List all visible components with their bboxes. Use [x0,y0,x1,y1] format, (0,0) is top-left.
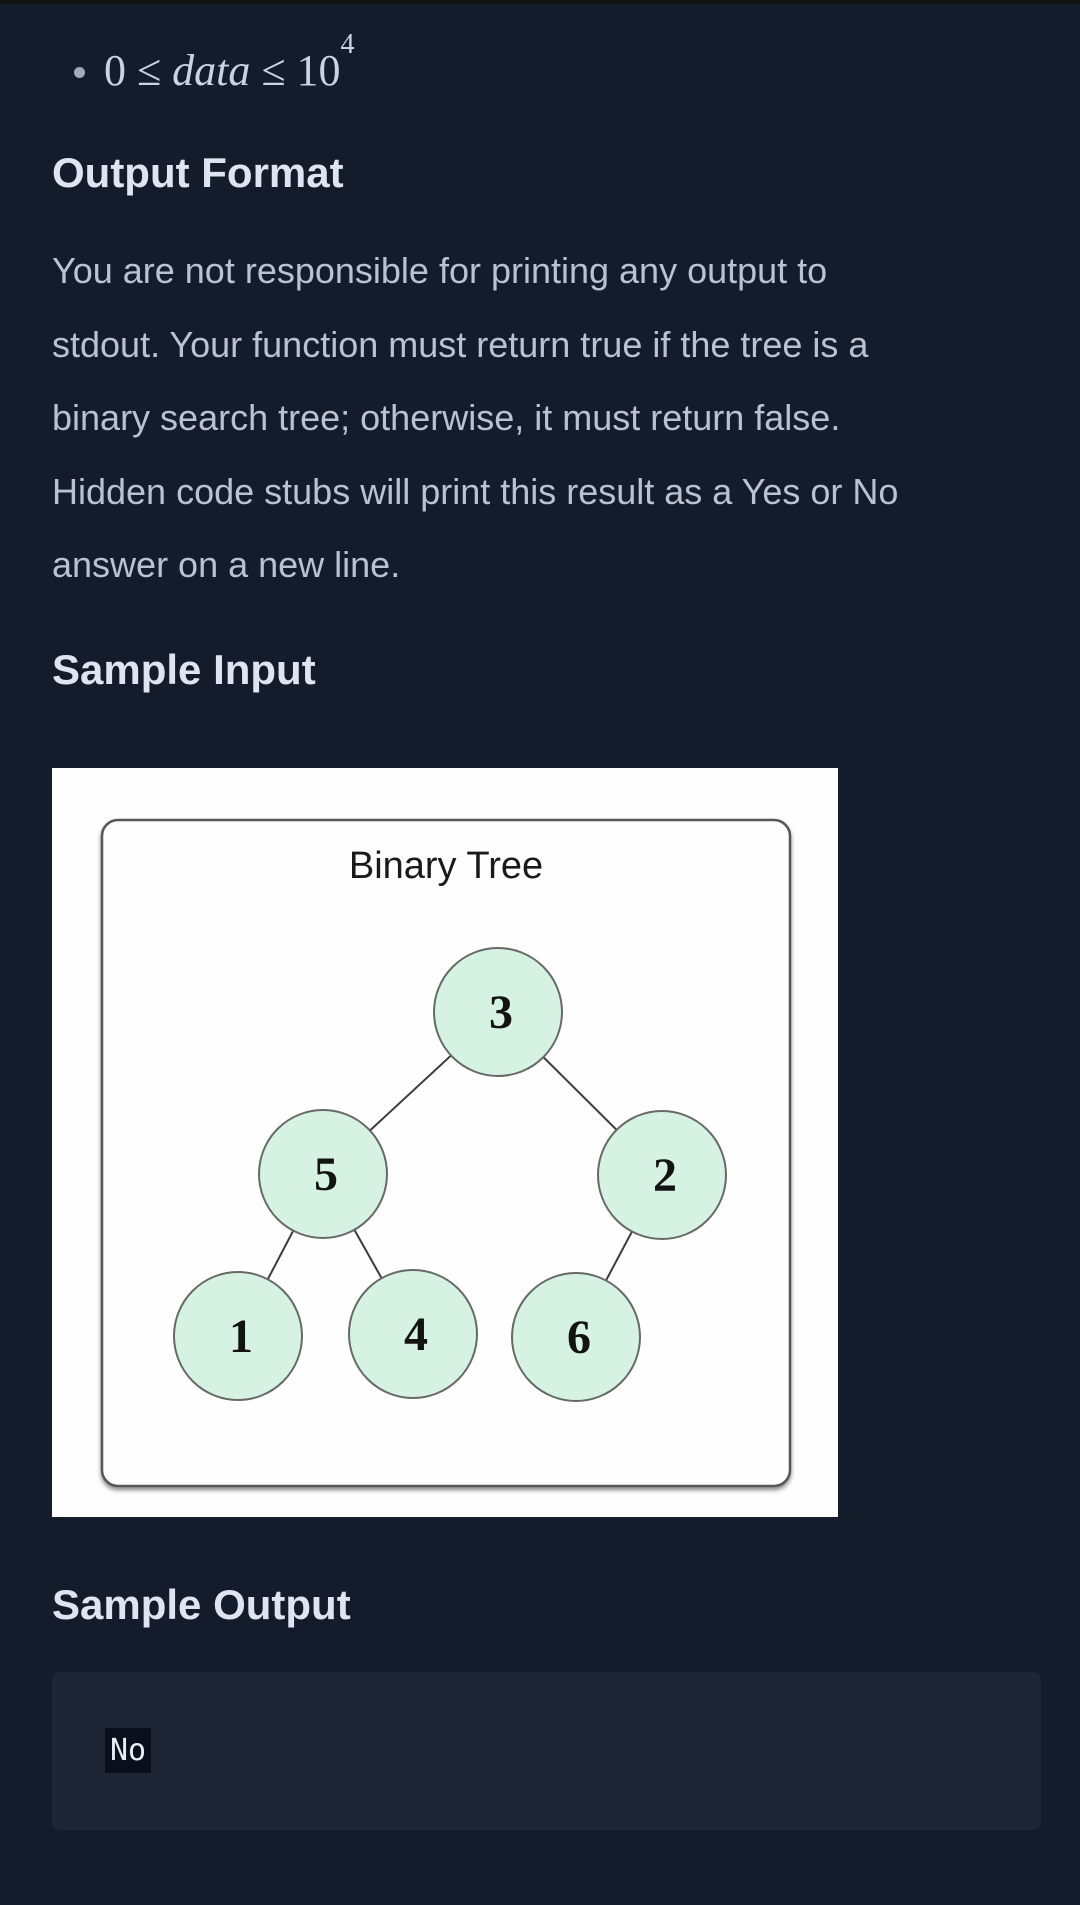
constraint-math: 0≤data≤104 [104,31,355,97]
tree-node-label: 3 [489,986,513,1039]
output-format-paragraph: You are not responsible for printing any… [52,234,1052,602]
constraint-relation: ≤ [261,46,286,95]
sample-output-code-block: No [52,1672,1041,1830]
tree-title: Binary Tree [349,845,543,887]
sample-output-heading: Sample Output [52,1581,351,1628]
constraint-variable: data [172,46,251,95]
top-edge-strip [0,0,1080,4]
constraint-lhs: 0 [104,46,126,95]
binary-tree-figure: Binary Tree 3 5 2 1 4 [100,818,792,1488]
tree-node-circle [597,1110,727,1240]
paragraph-line: binary search tree; otherwise, it must r… [52,397,841,438]
tree-node-label: 5 [314,1148,338,1201]
output-format-heading: Output Format [52,149,344,196]
sample-input-heading: Sample Input [52,646,316,693]
constraint-exponent: 4 [340,29,355,61]
constraint-relation: ≤ [137,46,162,95]
sample-input-image: Binary Tree 3 5 2 1 4 [52,768,838,1517]
tree-node-labels: 3 5 2 1 4 6 [229,986,677,1364]
tree-node-label: 4 [404,1308,428,1361]
tree-node-circle [511,1272,641,1402]
paragraph-line: Hidden code stubs will print this result… [52,470,899,512]
tree-node-label: 1 [229,1310,253,1363]
tree-node-circle [173,1271,303,1401]
paragraph-line: answer on a new line. [52,544,401,585]
paragraph-line: You are not responsible for printing any… [52,250,828,291]
tree-node-circle [258,1109,388,1239]
constraint-base: 10 [296,46,341,95]
sample-output-value: No [105,1728,152,1773]
paragraph-line: stdout. Your function must return true i… [52,323,869,365]
tree-node-label: 2 [653,1149,677,1202]
tree-node-circle [348,1269,478,1399]
tree-node-label: 6 [567,1311,591,1364]
tree-nodes [173,947,727,1402]
bullet-icon [74,67,85,78]
tree-node-circle [433,947,563,1077]
